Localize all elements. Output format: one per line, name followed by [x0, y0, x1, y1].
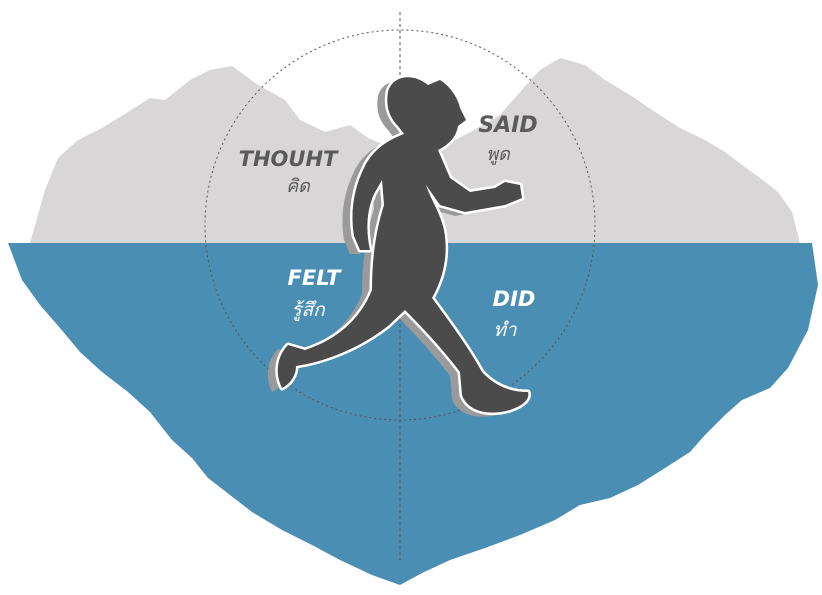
- label-said-en: SAID: [478, 113, 537, 138]
- label-felt-th: รู้สึก: [291, 299, 326, 321]
- label-did-th: ทำ: [493, 319, 518, 341]
- label-felt-en: FELT: [288, 266, 343, 290]
- label-did-en: DID: [493, 287, 536, 311]
- label-thought-th: คิด: [286, 176, 311, 197]
- label-said-th: พูด: [486, 144, 511, 165]
- label-thought-en: THOUHT: [239, 147, 339, 171]
